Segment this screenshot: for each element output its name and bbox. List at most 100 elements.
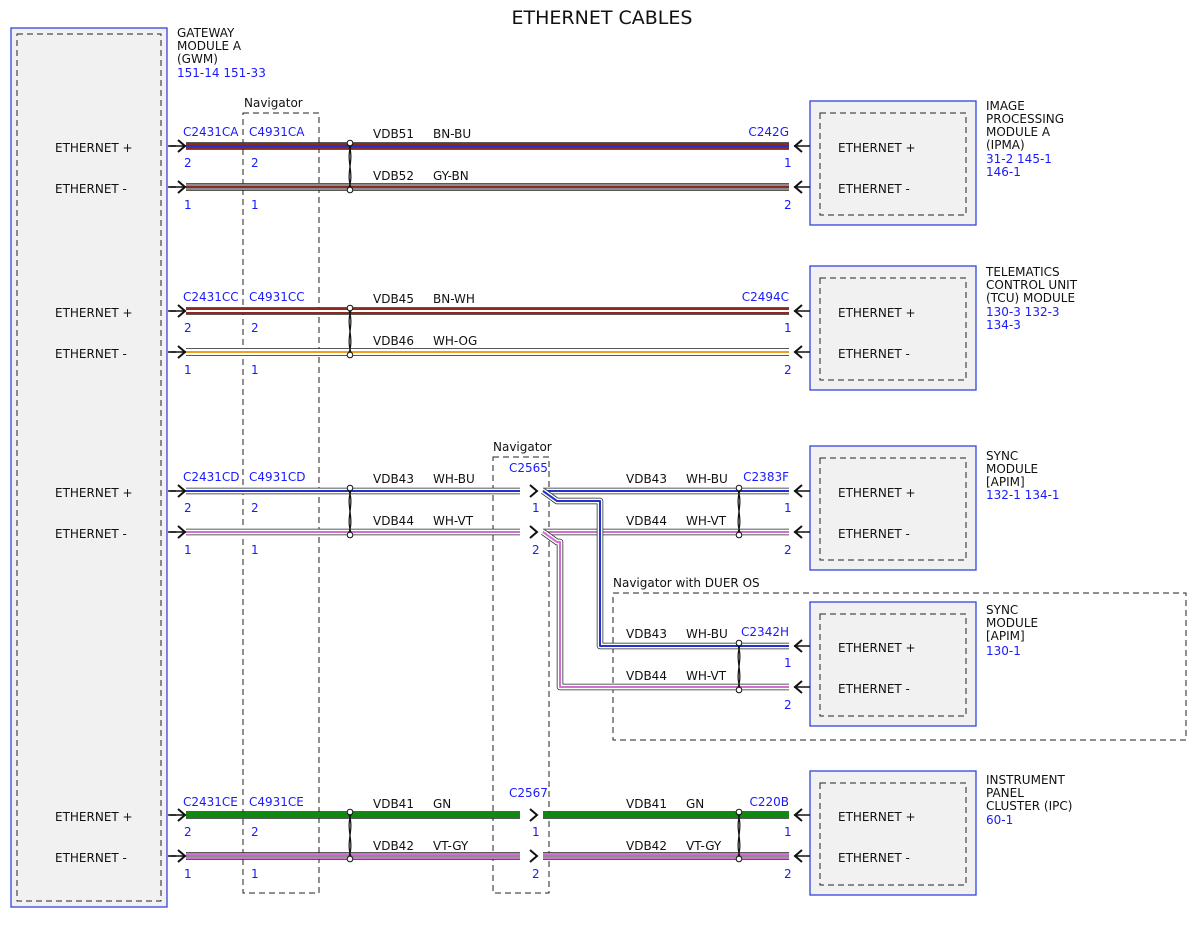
inline-connector-arrow <box>529 849 539 863</box>
module-refs[interactable]: 146-1 <box>986 165 1021 179</box>
gateway-pin-label: ETHERNET - <box>55 851 127 865</box>
module-pin-label: ETHERNET + <box>838 486 916 500</box>
terminal-arrow <box>177 304 187 318</box>
terminal-arrow <box>793 525 803 539</box>
module-ipc: INSTRUMENT PANEL CLUSTER (IPC) 60-1 ETHE… <box>809 770 1072 896</box>
pin-number: 2 <box>784 198 792 212</box>
connector-labels: C2431CA C4931CA C242G C2431CC C4931CC C2… <box>183 125 789 809</box>
twisted-pair-marker <box>736 642 742 691</box>
connector-label[interactable]: C2383F <box>743 470 789 484</box>
connector-label[interactable]: C4931CC <box>249 290 305 304</box>
wire-color-code: WH-BU <box>686 627 728 641</box>
pin-number: 2 <box>784 363 792 377</box>
module-pin-label: ETHERNET + <box>838 141 916 155</box>
wire-circuit: VDB45 <box>373 292 414 306</box>
pin-number: 1 <box>532 501 540 515</box>
twisted-pair-marker <box>735 484 743 492</box>
module-name: [APIM] <box>986 475 1025 489</box>
wire-color-code: BN-WH <box>433 292 475 306</box>
twisted-pair-marker <box>346 304 354 312</box>
twisted-pair-marker <box>346 484 354 492</box>
terminal-arrow <box>177 484 187 498</box>
module-sync-apim: SYNC MODULE [APIM] 132-1 134-1 ETHERNET … <box>809 445 1060 571</box>
module-refs[interactable]: 134-3 <box>986 318 1021 332</box>
connector-label[interactable]: C2431CA <box>183 125 239 139</box>
navigator-label-mid: Navigator <box>493 440 552 454</box>
twisted-pair-marker <box>736 811 742 860</box>
pin-number: 2 <box>784 543 792 557</box>
module-pin-label: ETHERNET + <box>838 641 916 655</box>
wire-circuit: VDB42 <box>373 839 414 853</box>
connector-label[interactable]: C4931CE <box>249 795 304 809</box>
pin-number: 1 <box>184 363 192 377</box>
module-refs[interactable]: 31-2 145-1 <box>986 152 1052 166</box>
pin-number: 2 <box>184 156 192 170</box>
module-sync-apim-duer: SYNC MODULE [APIM] 130-1 ETHERNET + ETHE… <box>809 601 1038 727</box>
twisted-pair-marker <box>346 855 354 863</box>
connector-label[interactable]: C242G <box>748 125 789 139</box>
wire-circuit: VDB43 <box>626 472 667 486</box>
twisted-pair-marker <box>735 686 743 694</box>
module-ipma: IMAGE PROCESSING MODULE A (IPMA) 31-2 14… <box>809 99 1064 226</box>
gateway-pin-label: ETHERNET - <box>55 347 127 361</box>
connector-label[interactable]: C4931CA <box>249 125 305 139</box>
pin-number: 2 <box>184 321 192 335</box>
wire-circuit: VDB41 <box>626 797 667 811</box>
gateway-pin-label: ETHERNET + <box>55 306 133 320</box>
connector-label[interactable]: C2431CC <box>183 290 239 304</box>
twisted-pair-marker <box>347 307 353 356</box>
pin-number: 1 <box>251 867 259 881</box>
connector-label[interactable]: C2431CD <box>183 470 240 484</box>
twisted-pair-marker <box>346 139 354 147</box>
pin-number: 2 <box>251 825 259 839</box>
module-name: CONTROL UNIT <box>986 278 1078 292</box>
gateway-name-1: GATEWAY <box>177 26 235 40</box>
pin-number: 2 <box>251 156 259 170</box>
pin-number: 2 <box>784 698 792 712</box>
module-name: INSTRUMENT <box>986 773 1065 787</box>
terminal-arrow <box>177 180 187 194</box>
twisted-pair-marker <box>346 531 354 539</box>
pin-number: 2 <box>532 867 540 881</box>
module-refs[interactable]: 130-1 <box>986 644 1021 658</box>
wire-circuit: VDB51 <box>373 127 414 141</box>
terminal-arrow <box>793 808 803 822</box>
connector-label[interactable]: C2342H <box>741 625 789 639</box>
wire-color-code: WH-OG <box>433 334 477 348</box>
pin-numbers: 2 2 1 1 1 2 2 2 1 1 1 2 2 2 1 1 1 1 2 2 … <box>184 156 792 881</box>
terminal-arrow <box>177 139 187 153</box>
wire-circuit: VDB44 <box>626 669 667 683</box>
pin-number: 1 <box>251 543 259 557</box>
module-name: (TCU) MODULE <box>986 291 1075 305</box>
connector-label[interactable]: C2494C <box>742 290 789 304</box>
connector-label[interactable]: C220B <box>749 795 789 809</box>
module-refs[interactable]: 130-3 132-3 <box>986 305 1060 319</box>
module-refs[interactable]: 132-1 134-1 <box>986 488 1060 502</box>
terminal-arrow <box>793 639 803 653</box>
twisted-pair-marker <box>346 351 354 359</box>
terminal-arrow <box>793 680 803 694</box>
module-name: (IPMA) <box>986 138 1025 152</box>
module-pin-label: ETHERNET + <box>838 810 916 824</box>
inline-connector-arrow <box>529 484 539 498</box>
connector-label[interactable]: C4931CD <box>249 470 306 484</box>
wire-color-code: WH-VT <box>433 514 474 528</box>
terminal-arrow <box>793 304 803 318</box>
module-name: PROCESSING <box>986 112 1064 126</box>
twisted-pair-marker <box>735 639 743 647</box>
wire-labels: VDB51 BN-BU VDB52 GY-BN VDB45 BN-WH VDB4… <box>373 127 728 853</box>
wire-color-code: WH-VT <box>686 514 727 528</box>
module-refs[interactable]: 60-1 <box>986 813 1013 827</box>
navigator-label-left: Navigator <box>244 96 303 110</box>
connector-label[interactable]: C2567 <box>509 786 548 800</box>
wire-vdb43-duer-stripe <box>542 490 789 647</box>
pin-number: 2 <box>251 501 259 515</box>
pin-number: 2 <box>184 501 192 515</box>
gateway-name-3: (GWM) <box>177 52 218 66</box>
gateway-refs[interactable]: 151-14 151-33 <box>177 66 266 80</box>
module-tcu: TELEMATICS CONTROL UNIT (TCU) MODULE 130… <box>809 265 1078 391</box>
wire-color-code: VT-GY <box>686 839 722 853</box>
connector-label[interactable]: C2431CE <box>183 795 238 809</box>
pin-number: 1 <box>784 501 792 515</box>
connector-label[interactable]: C2565 <box>509 461 548 475</box>
